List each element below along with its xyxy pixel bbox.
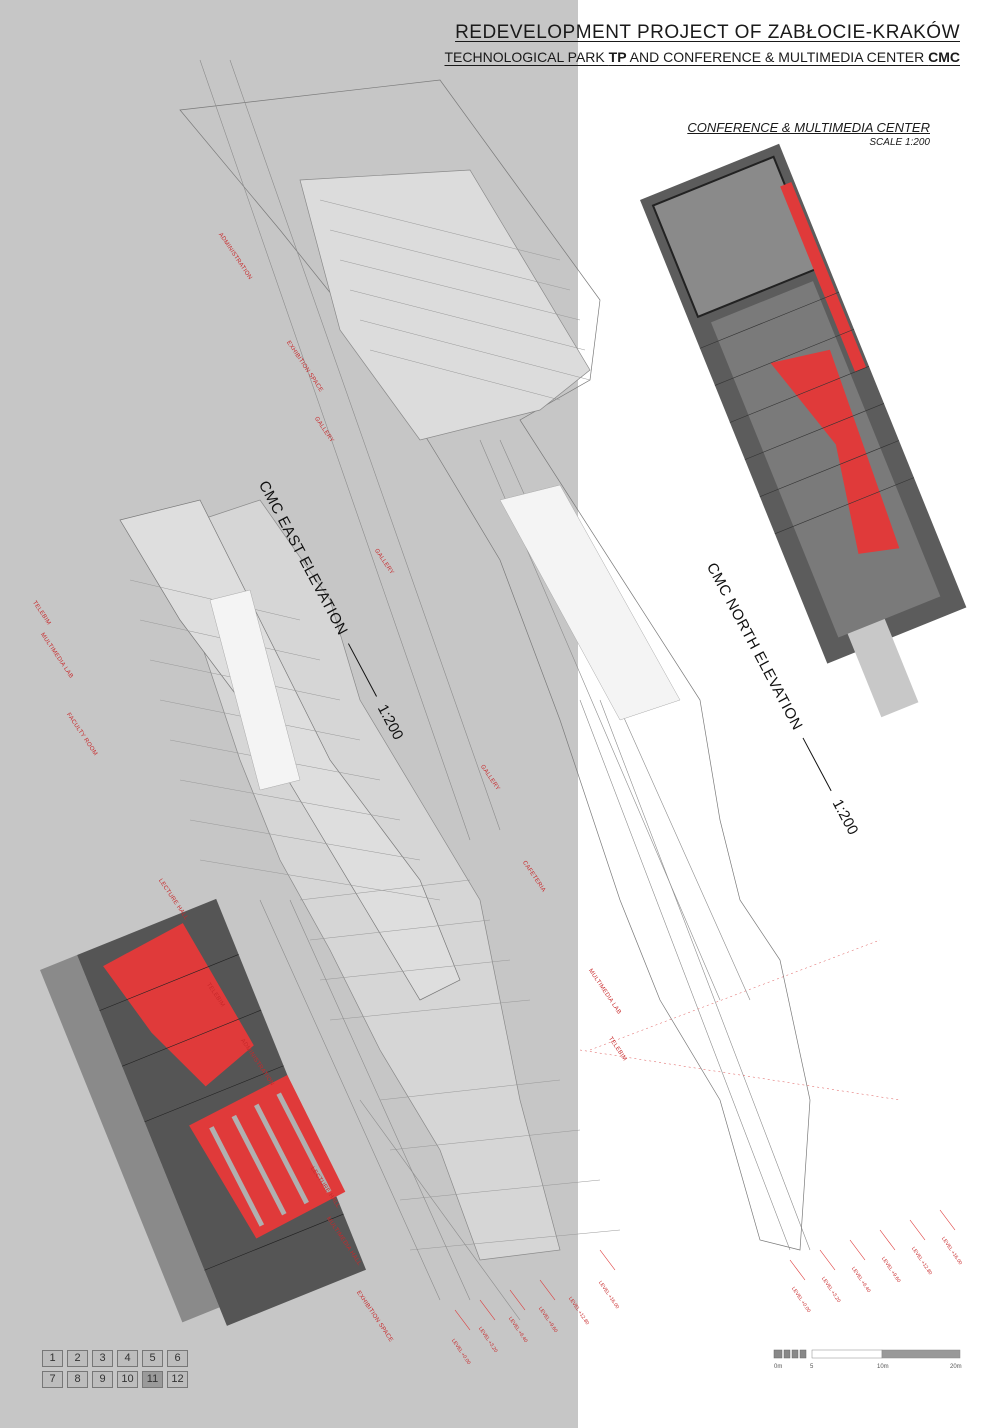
- pager-cell[interactable]: 7: [42, 1371, 63, 1388]
- pager-cell[interactable]: 9: [92, 1371, 113, 1388]
- section-scale: SCALE 1:200: [869, 137, 930, 148]
- pager-cell-active[interactable]: 11: [142, 1371, 163, 1388]
- project-title: REDEVELOPMENT PROJECT OF ZABŁOCIE-KRAKÓW: [455, 22, 960, 43]
- title-block: REDEVELOPMENT PROJECT OF ZABŁOCIE-KRAKÓW…: [445, 20, 961, 68]
- pager-cell[interactable]: 6: [167, 1350, 188, 1367]
- graphic-scale-bar: 0m 5 10m 20m: [772, 1348, 962, 1378]
- project-subtitle: TECHNOLOGICAL PARK TP AND CONFERENCE & M…: [444, 49, 961, 65]
- pager-cell[interactable]: 8: [67, 1371, 88, 1388]
- pager-cell[interactable]: 5: [142, 1350, 163, 1367]
- section-heading: CONFERENCE & MULTIMEDIA CENTER SCALE 1:2…: [687, 120, 930, 148]
- pager-cell[interactable]: 3: [92, 1350, 113, 1367]
- pager-cell[interactable]: 12: [167, 1371, 188, 1388]
- scale-label: 5: [810, 1364, 814, 1370]
- scale-bar-graphic: [773, 1349, 961, 1359]
- scale-label: 20m: [950, 1364, 962, 1370]
- scale-label: 10m: [877, 1364, 889, 1370]
- pager-cell[interactable]: 4: [117, 1350, 138, 1367]
- section-name: CONFERENCE & MULTIMEDIA CENTER: [687, 120, 930, 135]
- pager-cell[interactable]: 2: [67, 1350, 88, 1367]
- pager-cell[interactable]: 10: [117, 1371, 138, 1388]
- scale-label: 0m: [774, 1364, 783, 1370]
- pager-cell[interactable]: 1: [42, 1350, 63, 1367]
